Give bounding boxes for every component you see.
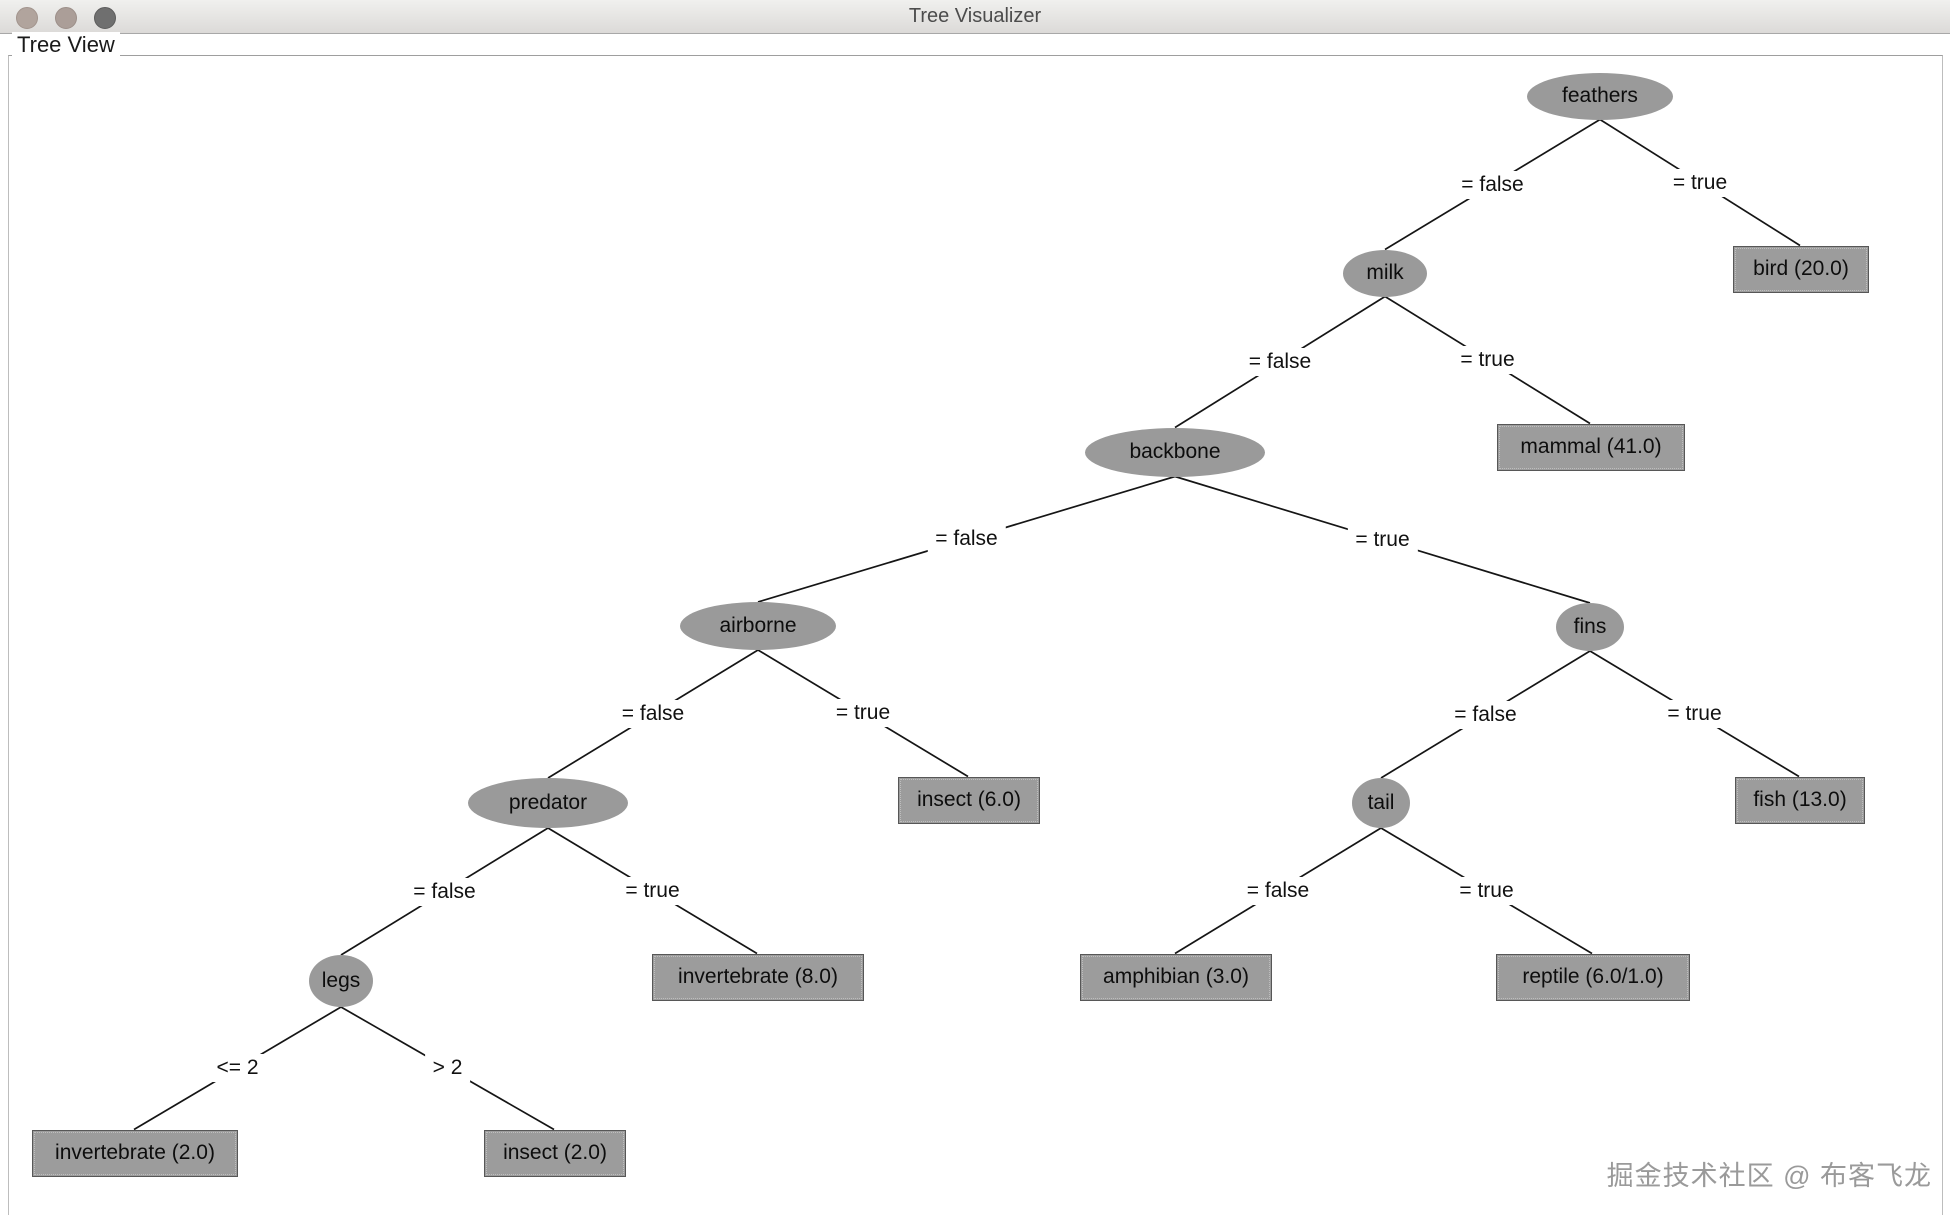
tree-node-fins[interactable]: fins: [1556, 603, 1624, 651]
edge-label-backbone-airborne: = false: [927, 525, 1006, 554]
window-titlebar: Tree Visualizer: [0, 0, 1950, 34]
edge-label-milk-backbone: = false: [1240, 348, 1320, 376]
leaf-node-insect2[interactable]: insect (2.0): [484, 1129, 626, 1177]
edge-label-airborne-predator: = false: [613, 700, 693, 728]
edge-label-backbone-fins: = true: [1347, 525, 1418, 554]
watermark-text: 掘金技术社区 @ 布客飞龙: [1606, 1161, 1932, 1191]
edge-label-predator-legs: = false: [405, 877, 484, 906]
tree-node-airborne[interactable]: airborne: [680, 602, 836, 650]
close-button[interactable]: [16, 7, 38, 29]
edge-label-feathers-bird: = true: [1664, 168, 1736, 197]
leaf-node-fish[interactable]: fish (13.0): [1735, 776, 1865, 824]
edge-label-tail-reptile: = true: [1451, 876, 1522, 905]
tree-node-backbone[interactable]: backbone: [1085, 427, 1265, 477]
edge-label-feathers-milk: = false: [1453, 170, 1532, 199]
window-title: Tree Visualizer: [908, 5, 1042, 27]
edge-label-airborne-insect6: = true: [827, 699, 899, 728]
tree-node-predator[interactable]: predator: [468, 778, 628, 828]
tree-view-label: Tree View: [12, 32, 120, 58]
tree-node-milk[interactable]: milk: [1343, 249, 1427, 297]
edge-label-legs-invertebrate2: <= 2: [208, 1054, 267, 1083]
leaf-node-invertebrate8[interactable]: invertebrate (8.0): [652, 953, 864, 1001]
minimize-button[interactable]: [55, 7, 77, 29]
edge-label-tail-amphibian: = false: [1238, 876, 1318, 905]
leaf-node-reptile[interactable]: reptile (6.0/1.0): [1496, 953, 1690, 1001]
edge-label-legs-insect2: > 2: [424, 1054, 471, 1083]
leaf-node-insect6[interactable]: insect (6.0): [898, 776, 1040, 824]
edge-label-fins-fish: = true: [1659, 699, 1730, 728]
tree-node-legs[interactable]: legs: [309, 955, 373, 1007]
edge-label-milk-mammal: = true: [1452, 346, 1523, 374]
tree-node-feathers[interactable]: feathers: [1527, 72, 1673, 120]
leaf-node-invertebrate2[interactable]: invertebrate (2.0): [32, 1129, 238, 1177]
edge-label-predator-invertebrate8: = true: [617, 876, 688, 905]
edge-label-fins-tail: = false: [1446, 700, 1525, 729]
zoom-button[interactable]: [94, 7, 116, 29]
tree-node-tail[interactable]: tail: [1352, 778, 1410, 828]
traffic-lights: [16, 7, 116, 29]
leaf-node-amphibian[interactable]: amphibian (3.0): [1080, 953, 1272, 1001]
leaf-node-mammal[interactable]: mammal (41.0): [1497, 423, 1685, 471]
leaf-node-bird[interactable]: bird (20.0): [1733, 245, 1869, 293]
